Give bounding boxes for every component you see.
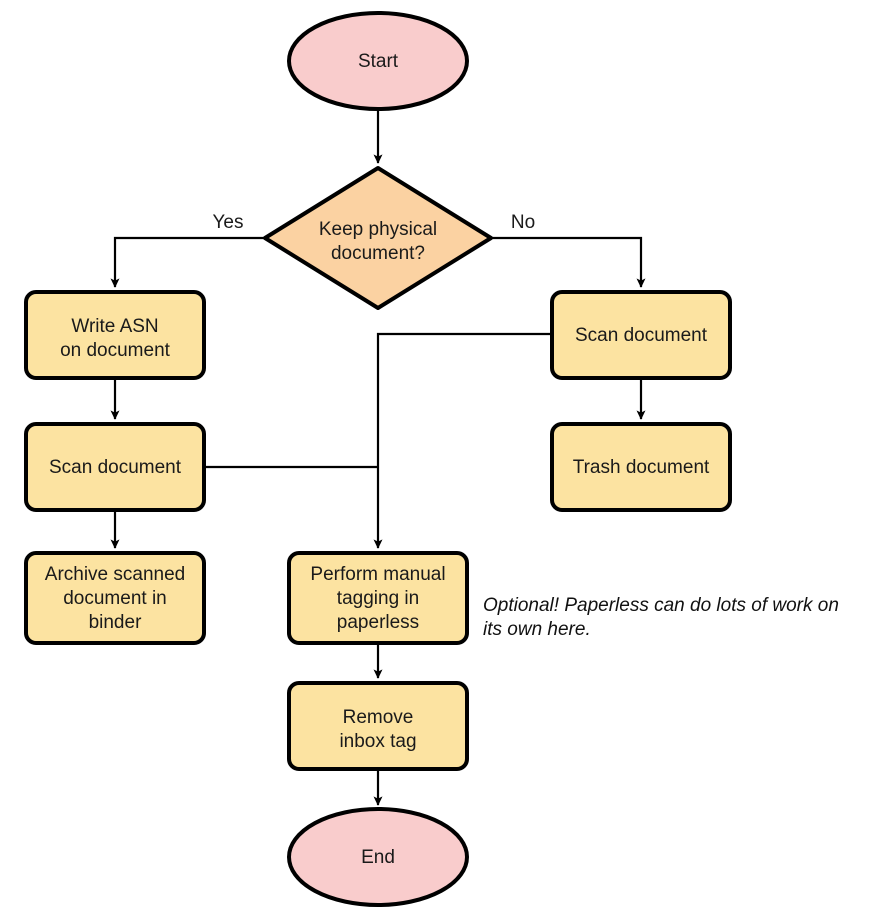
node-write-asn-label-line2: on document (60, 340, 171, 361)
node-remove-inbox-tag-label-line2: inbox tag (339, 731, 416, 752)
edge-labels-layer: Yes No (213, 212, 536, 233)
edge-scan-right-to-tagging (373, 332, 552, 549)
node-end-label: End (361, 847, 395, 868)
node-trash-document[interactable]: Trash document (550, 422, 732, 512)
node-decision-shape[interactable] (263, 166, 493, 310)
node-start-label: Start (358, 51, 399, 72)
node-manual-tagging-label-line3: paperless (337, 612, 419, 633)
edge-label-yes: Yes (213, 212, 244, 233)
node-scan-document-left-shape[interactable] (24, 422, 206, 512)
node-remove-inbox-tag-label-line1: Remove (343, 707, 414, 728)
node-trash-document-shape[interactable] (550, 422, 732, 512)
node-decision-label-line1: Keep physical (319, 219, 437, 240)
node-start[interactable]: Start (287, 11, 469, 111)
node-start-shape[interactable] (287, 11, 469, 111)
node-manual-tagging-label-line2: tagging in (337, 588, 419, 609)
node-archive-binder-label-line3: binder (89, 612, 142, 633)
node-manual-tagging-label-line1: Perform manual (310, 564, 445, 585)
node-end[interactable]: End (287, 807, 469, 907)
edges-layer (110, 109, 646, 806)
node-scan-document-left-label: Scan document (49, 457, 182, 478)
node-manual-tagging[interactable]: Perform manual tagging in paperless (287, 551, 469, 645)
node-archive-binder-label-line2: document in (63, 588, 167, 609)
node-scan-document-right-label: Scan document (575, 325, 708, 346)
node-scan-document-right-shape[interactable] (550, 290, 732, 380)
edge-decision-yes-to-write-asn (110, 236, 265, 288)
edge-label-no: No (511, 212, 535, 233)
node-archive-binder-shape[interactable] (24, 551, 206, 645)
node-scan-document-left[interactable]: Scan document (24, 422, 206, 512)
node-trash-document-label: Trash document (573, 457, 710, 478)
node-write-asn-shape[interactable] (24, 290, 206, 380)
annotation-optional-note: Optional! Paperless can do lots of work … (483, 595, 839, 640)
optional-note-line2: its own here. (483, 619, 591, 640)
nodes-layer: Start Keep physical document? Write ASN … (24, 11, 732, 907)
node-write-asn-label-line1: Write ASN (71, 316, 158, 337)
edge-decision-no-to-scan-right (491, 236, 646, 288)
node-decision-keep-physical-document[interactable]: Keep physical document? (263, 166, 493, 310)
node-scan-document-right[interactable]: Scan document (550, 290, 732, 380)
node-end-shape[interactable] (287, 807, 469, 907)
node-remove-inbox-tag-shape[interactable] (287, 681, 469, 771)
node-archive-binder-label-line1: Archive scanned (45, 564, 185, 585)
node-remove-inbox-tag[interactable]: Remove inbox tag (287, 681, 469, 771)
optional-note-line1: Optional! Paperless can do lots of work … (483, 595, 839, 616)
node-write-asn[interactable]: Write ASN on document (24, 290, 206, 380)
node-manual-tagging-shape[interactable] (287, 551, 469, 645)
node-archive-binder[interactable]: Archive scanned document in binder (24, 551, 206, 645)
node-decision-label-line2: document? (331, 243, 425, 264)
